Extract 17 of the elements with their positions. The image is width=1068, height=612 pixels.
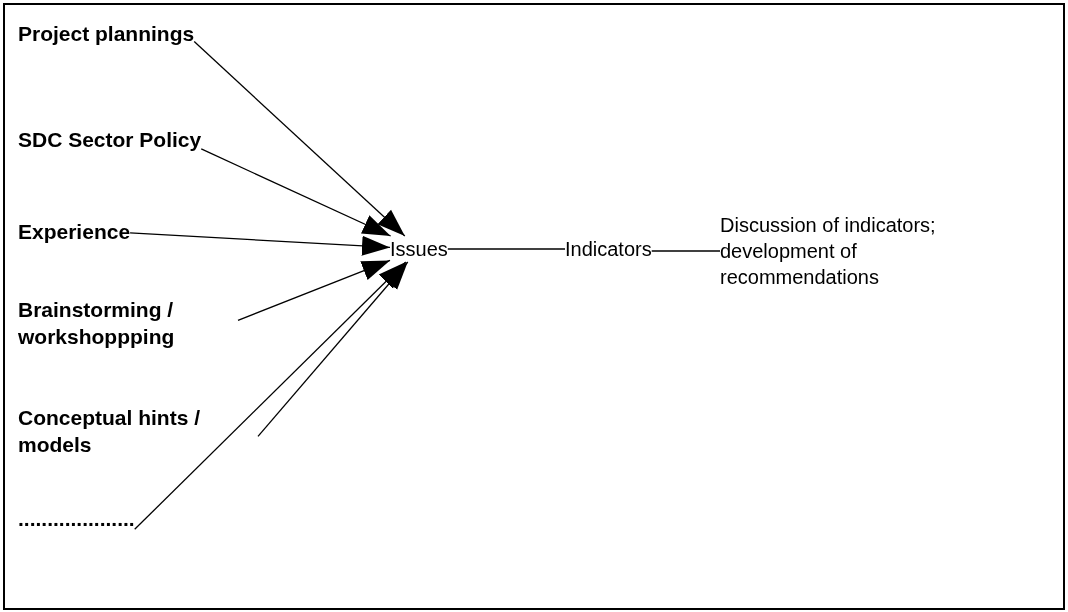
arrow: [129, 232, 391, 256]
node-label: Discussion of indicators; development of recommendations: [720, 213, 937, 290]
node-label: Experience: [18, 219, 131, 245]
node-label: Brainstorming / workshoppping: [18, 297, 176, 350]
connector-line: [447, 248, 566, 250]
arrow: [193, 40, 406, 237]
node-label: ....................: [18, 506, 135, 532]
arrow: [134, 261, 407, 530]
connector-line: [651, 250, 721, 252]
node-label: Project plannings: [18, 21, 195, 47]
node-label: Issues: [390, 237, 448, 262]
arrow: [237, 259, 391, 321]
arrow: [200, 148, 392, 237]
node-label: Conceptual hints / models: [18, 405, 201, 458]
node-label: SDC Sector Policy: [18, 127, 202, 153]
arrow: [257, 261, 409, 438]
node-label: Indicators: [565, 237, 652, 262]
